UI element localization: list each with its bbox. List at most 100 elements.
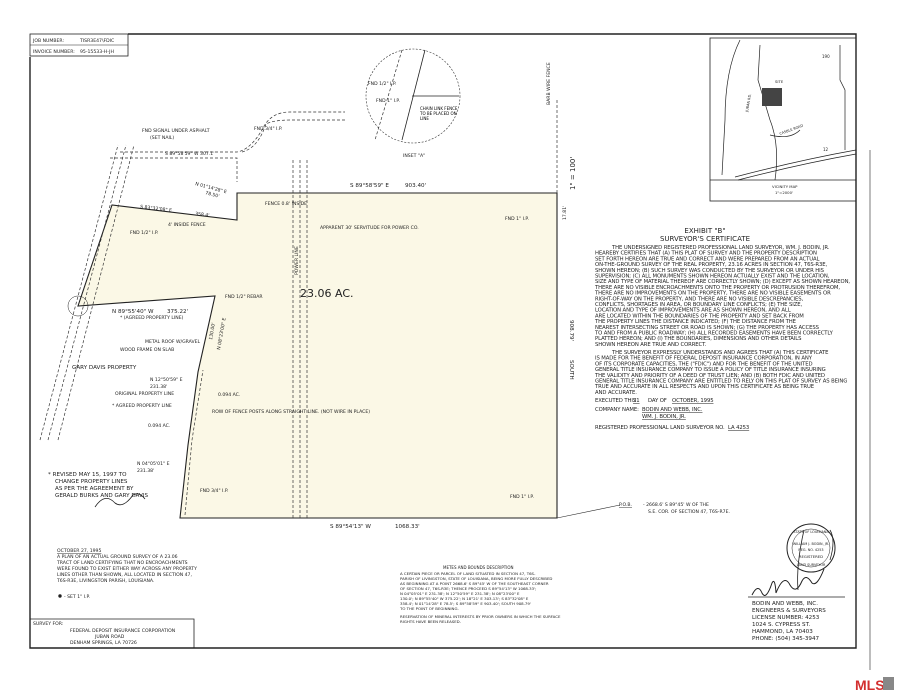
label-s89-bottom: S 89°54'13" W [330,524,371,530]
job-number-value: TISR3E47\FDIC [79,38,114,44]
label-s89-top: S 89°58'59" E [350,183,389,189]
vicinity-map: SITE CASBLE ROAD JUBAN RD. 190 12 VICINI… [709,37,857,202]
revision-line: CHANGE PROPERTY LINES [55,479,128,485]
label-south-dist: 908.79' [568,320,574,341]
parcel-boundary [77,192,558,519]
label-wood-frame: WOOD FRAME ON SLAB [120,347,174,353]
label-fence-posts: ROW OF FENCE POSTS ALONG STRAIGHT LINE. … [212,409,370,415]
firm-block: BODIN AND WEBB, INC. ENGINEERS & SURVEYO… [748,568,845,642]
pob: P.O.B. - 2668.6' S 89°45' W OF THE S.E. … [556,502,730,519]
label-n89: N 89°55'40" W [112,309,154,315]
label-n08-dist: 130.00' [208,322,217,340]
firm-line: LICENSE NUMBER: 4253 [752,615,820,621]
firm-line: ENGINEERS & SURVEYORS [752,608,826,614]
vicinity-scale: 1"=2000' [775,190,793,195]
job-number-box: JOB NUMBER: TISR3E47\FDIC INVOICE NUMBER… [29,33,129,57]
label-agreed-line2: * AGREED PROPERTY LINE [112,403,172,409]
invoice-number-value: 95-15533-H-JH [80,49,114,55]
label-inside-fence: 4' INSIDE FENCE [168,222,206,228]
label-fnd-34-bottom: FND 3/4" I.P. [200,488,228,494]
metes-line: 130.0'; N 89°55'40" W 375.22'; N 18°21' … [400,596,529,601]
firm-line: BODIN AND WEBB, INC. [752,601,818,607]
firm-line: 1024 S. CYPRESS ST. [752,622,810,628]
label-n04: N 04°05'01" E [137,461,170,467]
label-fnd-12-ip: FND 1/2" I.P. [130,230,158,236]
label-fnd-34: FND 3/4" I.P. [254,126,282,132]
seal-registered: REGISTERED [799,554,823,559]
survey-for-line: JUBAN ROAD [94,634,125,640]
label-power-line: POWER LINE [294,246,300,275]
road-label: JUBAN RD. [745,93,752,113]
survey-note-line: LINES OTHER THAN SHOWN, ALL LOCATED IN S… [57,572,192,578]
certificate-title: SURVEYOR'S CERTIFICATE [660,235,750,243]
certificate-line: ON-THE-GROUND SURVEY OF THE REAL PROPERT… [595,262,828,268]
certificate-line: PLATTED HEREON; AND (I) THE BOUNDARIES, … [595,336,802,342]
label-metal-roof: METAL ROOF W/GRAVEL [145,339,201,345]
certificate-line: SHOWN HEREON ARE TRUE AND CORRECT. [595,342,707,348]
certificate-line: HEAREBY CERTIFIES THAT (A) THIS PLAT OF … [595,251,817,257]
day-of-label: DAY OF [648,398,667,404]
label-s89-top-dist: 903.40' [405,183,426,189]
label-fnd-signal: FND SIGNAL UNDER ASPHALT [142,128,210,134]
surveyor-signature [751,568,825,596]
label-s89-bottom-dist: 1068.33' [395,524,420,530]
label-gary-davis: GARY DAVIS PROPERTY [72,365,137,371]
certificate-line: NEAREST INTERSECTING STREET OR ROAD IS S… [595,325,820,331]
invoice-number-label: INVOICE NUMBER: [33,49,75,55]
label-fnd-12-rebar: FND 1/2" REBAR [225,294,263,300]
survey-for-line: DENHAM SPRINGS, LA 70726 [70,640,137,646]
label-fnd-1-bottom: FND 1" I.P. [510,494,534,500]
scale-label: 1" = 100' [569,157,577,190]
label-s83: S 83°32'08" E [140,204,173,214]
executed-month: OCTOBER, 1995 [672,398,713,404]
metes-line: OF SECTION 47, T6S-R3E; THENCE PROCEED S… [400,586,536,591]
certificate-line: GENERAL TITLE INSURANCE COMPANY ARE ENTI… [595,379,847,385]
vicinity-title: VICINITY MAP [772,184,798,189]
label-east-small: 17.81' [562,206,568,220]
company-label: COMPANY NAME: [595,407,639,413]
certificate-line: OF ITS CORPORATE CAPACITIES, THE ("FDIC"… [595,361,812,367]
label-original-line: ORIGINAL PROPERTY LINE [115,391,174,397]
label-fence-note: FENCE 0.8' INSIDE [265,201,307,207]
certificate-line: THE SURVEYOR EXPRESSLY UNDERSTANDS AND A… [611,350,829,356]
plat-labels: FND SIGNAL UNDER ASPHALT (SET NAIL) FND … [72,62,574,530]
certificate-line: THE UNDERSIGNED REGISTERED PROFESSIONAL … [611,245,830,251]
metes-line: AS BEGINNING AT A POINT 2668.6' S 89°45'… [400,581,549,586]
certificate-line: ARE LOCATED WITHIN THE BOUNDARIES OF THE… [595,313,804,319]
mls-text: MLS [855,677,885,693]
label-n12: N 12°50'59" E [150,377,183,383]
certificate-line: THERE ARE NO VISIBLE ENCROACHMENTS ONTO … [594,285,840,291]
mls-cube-icon [883,677,894,690]
survey-for-line: FEDERAL DEPOSIT INSURANCE CORPORATION [70,628,175,634]
surveyor-seal: STATE OF LOUISIANA WILLIAM J. BODIN, JR.… [786,523,836,591]
pob-label: P.O.B. [619,502,632,508]
firm-line: PHONE: (504) 345-3947 [752,636,820,642]
sheet-frame [29,33,871,670]
certificate-line: SHOWN HEREON; (B) SUCH SURVEY WAS CONDUC… [595,268,825,274]
certificate-line: SIZE AND TYPE OF MATERIAL THEREOF ARE CO… [595,279,850,285]
metes-line: PARISH OF LIVINGSTON, STATE OF LOUISIANA… [400,576,552,581]
metes-reservation: RIGHTS HAVE BEEN RELEASED. [400,619,461,624]
company-name: BODIN AND WEBB, INC. [642,407,703,413]
inset-a: FND 1/2" I.P. FND 1" I.P. CHAIN LINK FEN… [365,48,461,159]
highway-shield-190: 190 [822,54,830,59]
label-fnd-1-ip: FND 1" I.P. [505,216,529,222]
metes-line: N 04°05'01" E 231.38'; N 12°50'59" E 231… [400,591,520,596]
label-s83-dist: 358.4' [195,211,210,219]
road-lines [39,144,135,441]
exhibit-label: EXHIBIT "B" [684,227,725,235]
inset-fnd12: FND 1/2" I.P. [368,81,396,87]
power-line [292,160,308,520]
certificate-line: AND ACCURATE. [595,390,637,396]
metes-title: METES AND BOUNDS DESCRIPTION [443,565,514,570]
metes-line: 358.4'; N 01°14'28" E 78.5'; S 89°58'59"… [400,601,531,606]
label-set-nail: (SET NAIL) [150,135,174,141]
label-bearing-top-small: S 89°58'59" W 307.1' [165,151,214,157]
label-n01-dist: 78.50' [204,190,219,200]
job-number-label: JOB NUMBER: [32,38,64,44]
set-iron-pipe-symbol [58,594,62,598]
executed-label: EXECUTED THIS [595,398,637,404]
executed-day: 21 [633,398,640,404]
mls-logo: MLS [855,677,894,693]
